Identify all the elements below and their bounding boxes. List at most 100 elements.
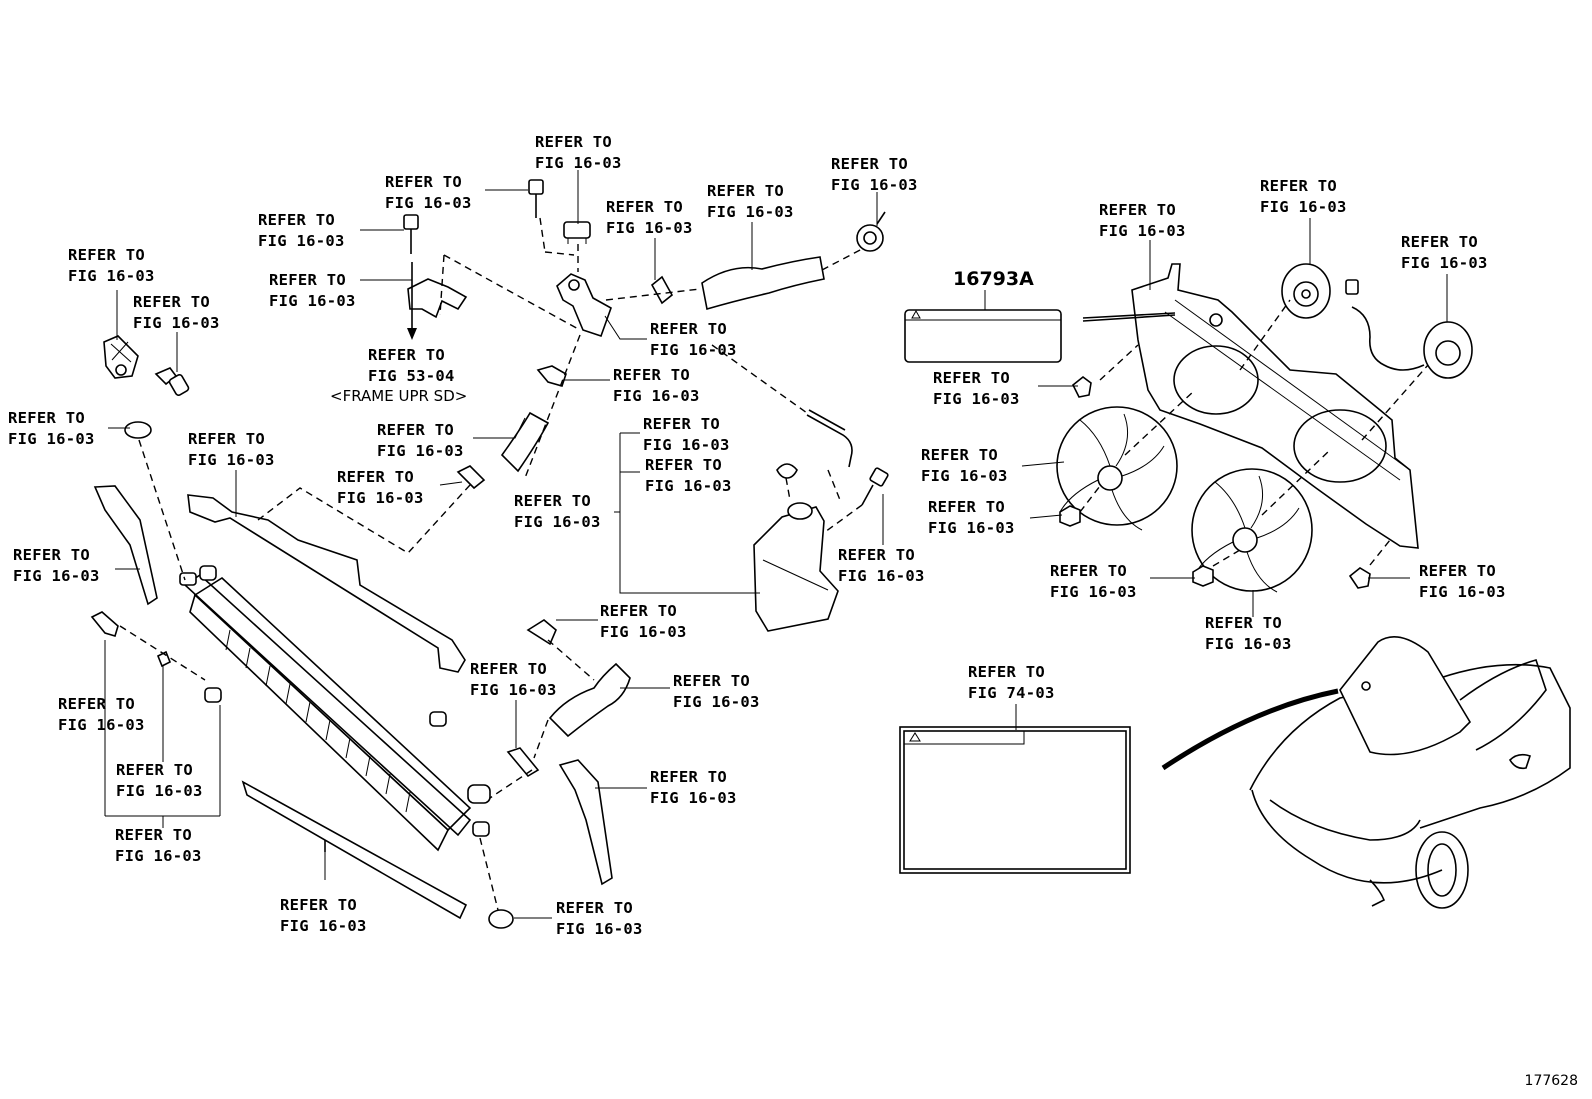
frame-upr-note: <FRAME UPR SD> <box>330 387 468 405</box>
callout-line1: REFER TO <box>921 446 999 464</box>
callout-line2: FIG 16-03 <box>1050 583 1137 601</box>
callout-drain-cock: REFER TO FIG 16-03 <box>58 694 145 736</box>
callout-line1: REFER TO <box>650 768 728 786</box>
callout-line2: FIG 16-03 <box>535 154 622 172</box>
callout-line2: FIG 16-03 <box>606 219 693 237</box>
callout-shroud-bolt: REFER TO FIG 16-03 <box>933 368 1020 410</box>
callout-line1: REFER TO <box>116 761 194 779</box>
callout-line1: REFER TO <box>258 211 336 229</box>
callout-line2: FIG 16-03 <box>13 567 100 585</box>
callout-line2: FIG 16-03 <box>613 387 700 405</box>
callout-line1: REFER TO <box>673 672 751 690</box>
arrow-drawing <box>407 262 417 340</box>
callout-line2: FIG 16-03 <box>269 292 356 310</box>
radiator-cap-drawing <box>563 221 591 244</box>
callout-line2: FIG 16-03 <box>337 489 424 507</box>
callout-line1: REFER TO <box>1099 201 1177 219</box>
callout-line1: REFER TO <box>1419 562 1497 580</box>
overflow-hose-drawing <box>806 414 853 468</box>
callout-line2: FIG 16-03 <box>58 716 145 734</box>
callout-line1: REFER TO <box>385 173 463 191</box>
callout-line1: REFER TO <box>928 498 1006 516</box>
callout-line2: FIG 16-03 <box>470 681 557 699</box>
callout-line2: FIG 16-03 <box>1260 198 1347 216</box>
callout-water-inlet: REFER TO FIG 16-03 <box>650 319 737 361</box>
callout-upper-cap: REFER TO FIG 16-03 <box>535 132 622 174</box>
bolt-drawing <box>403 179 544 254</box>
callout-line1: REFER TO <box>1260 177 1338 195</box>
callout-line2: FIG 16-03 <box>1099 222 1186 240</box>
water-inlet-drawing <box>556 273 612 338</box>
callout-line1: REFER TO <box>650 320 728 338</box>
callout-line2: FIG 16-03 <box>921 467 1008 485</box>
reservoir-cap-drawing <box>776 463 798 479</box>
dashed-leaders <box>119 217 865 911</box>
callout-line2: FIG 16-03 <box>838 567 925 585</box>
upper-hose-drawing <box>701 256 825 311</box>
caution-label-drawing <box>904 309 1176 363</box>
callout-line2: FIG 16-03 <box>1401 254 1488 272</box>
nut-drawing <box>1192 565 1214 587</box>
callout-line1: REFER TO <box>377 421 455 439</box>
callout-line1: REFER TO <box>514 492 592 510</box>
callout-line1: REFER TO <box>8 409 86 427</box>
callout-line2: FIG 16-03 <box>928 519 1015 537</box>
callout-line1: REFER TO <box>933 369 1011 387</box>
grommet-drawing <box>124 421 152 439</box>
callout-line1: REFER TO <box>831 155 909 173</box>
callout-line1: REFER TO <box>838 546 916 564</box>
cushion-drawing <box>488 909 514 929</box>
lower-hose-drawing <box>548 662 631 738</box>
callout-fan-nut-2: REFER TO FIG 16-03 <box>1050 561 1137 603</box>
callout-line1: REFER TO <box>1050 562 1128 580</box>
fan-motor-drawing <box>1345 279 1473 379</box>
callout-line1: REFER TO <box>13 546 91 564</box>
label-leaders <box>104 170 1448 919</box>
callout-line1: REFER TO <box>535 133 613 151</box>
radiator-drawing <box>179 565 491 852</box>
callout-line1: REFER TO <box>188 430 266 448</box>
callout-line2: FIG 16-03 <box>600 623 687 641</box>
callout-line2: FIG 16-03 <box>645 477 732 495</box>
part-number-label: 16793A <box>953 268 1034 290</box>
bolt-drawing <box>1348 567 1371 589</box>
radiator-support-upper-drawing <box>187 494 466 673</box>
clamp-drawing <box>506 747 540 778</box>
fan-blade-drawing <box>1191 468 1313 593</box>
callout-line1: REFER TO <box>68 246 146 264</box>
callout-line2: FIG 16-03 <box>514 513 601 531</box>
callout-line2: FIG 16-03 <box>831 176 918 194</box>
callout-line2: FIG 16-03 <box>933 390 1020 408</box>
callout-line1: REFER TO <box>613 366 691 384</box>
fan-shroud-drawing <box>1131 263 1419 549</box>
callout-line1: REFER TO <box>115 826 193 844</box>
callout-line1: REFER TO <box>1205 614 1283 632</box>
callout-hose-clip: REFER TO FIG 16-03 <box>613 365 700 407</box>
callout-line2: FIG 16-03 <box>68 267 155 285</box>
callout-line2: FIG 53-04 <box>368 367 455 385</box>
callout-line1: REFER TO <box>58 695 136 713</box>
callout-line1: REFER TO <box>606 198 684 216</box>
callout-bracket-top-left: REFER TO FIG 16-03 <box>68 245 155 287</box>
callout-fan-nut-1: REFER TO FIG 16-03 <box>928 497 1015 539</box>
bolt-drawing <box>154 367 190 396</box>
callout-line2: FIG 16-03 <box>650 341 737 359</box>
callout-clamp-right: REFER TO FIG 16-03 <box>831 154 918 196</box>
clip-drawing <box>456 465 486 490</box>
